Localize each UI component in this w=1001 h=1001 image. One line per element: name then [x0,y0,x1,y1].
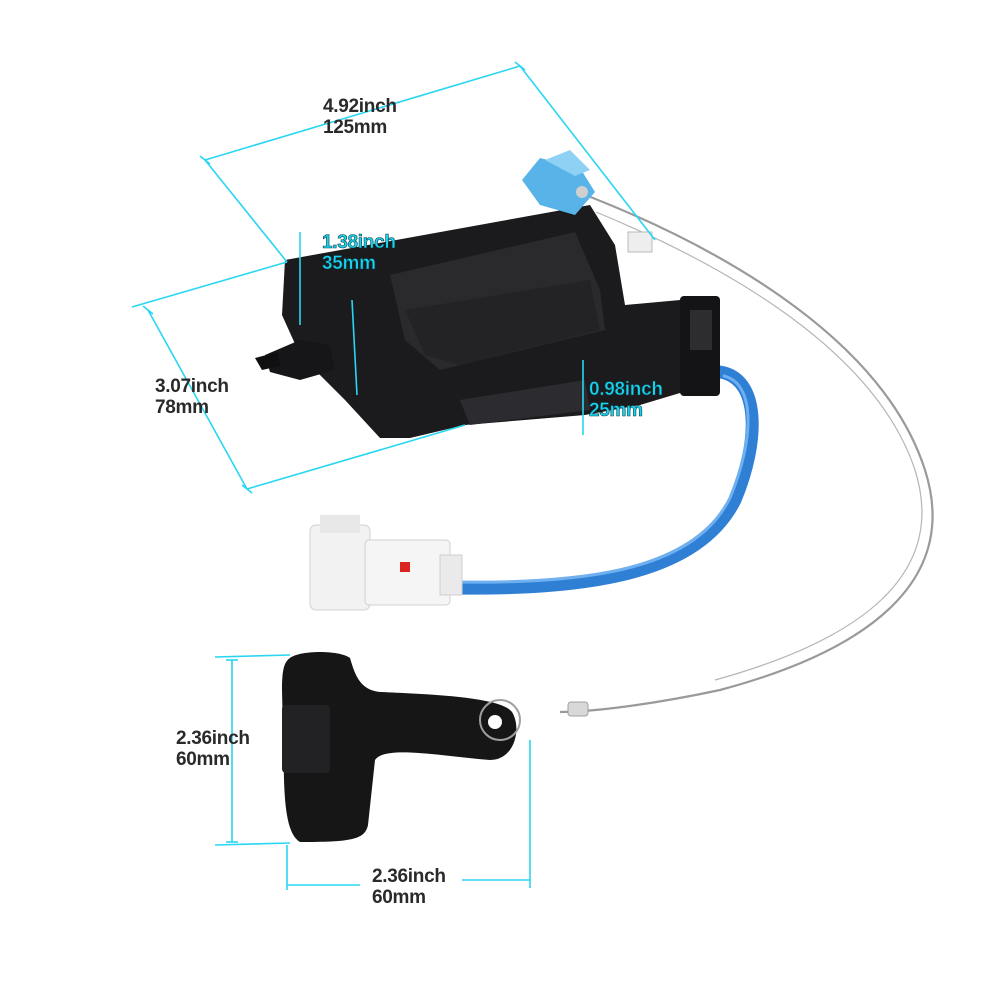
length-mm: 125mm [323,117,387,138]
white-connector [309,515,463,611]
blue-cable-highlight [456,374,750,584]
handle-height-inch: 2.36inch [176,728,250,749]
length-label: 4.92inch 125mm [323,96,397,138]
housing-depth-label: 1.38inch 35mm [322,232,397,275]
handle-width-inch: 2.36inch [372,866,446,887]
width-inch: 3.07inch [155,376,229,397]
handle-width-label: 2.36inch 60mm [372,866,446,908]
housing-height-inch: 0.98inch [589,379,664,401]
handle-width-mm: 60mm [372,887,426,908]
width-mm: 78mm [155,397,209,418]
width-label: 3.07inch 78mm [155,376,229,418]
pull-handle [282,652,589,842]
release-wire [559,194,934,714]
housing-depth-inch: 1.38inch [322,232,397,254]
actuator-housing [255,205,720,438]
dimension-lines [131,61,656,890]
blue-cable-cap [522,150,653,253]
housing-depth-mm: 35mm [322,253,377,275]
length-inch: 4.92inch [323,96,397,117]
blue-cable [448,365,759,595]
handle-height-mm: 60mm [176,749,230,770]
release-wire-inner [595,211,923,681]
housing-height-label: 0.98inch 25mm [589,379,664,422]
handle-height-label: 2.36inch 60mm [176,728,250,770]
housing-height-mm: 25mm [589,400,644,422]
